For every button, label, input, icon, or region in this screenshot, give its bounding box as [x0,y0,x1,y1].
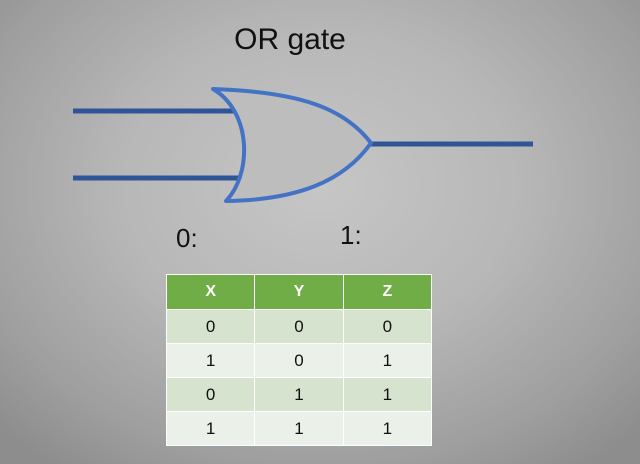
table-row: 0 1 1 [165,377,433,412]
column-header-z: Z [342,274,433,310]
table-cell: 1 [254,411,344,446]
table-cell: 0 [342,309,433,344]
table-cell: 1 [342,377,433,412]
table-header-row: X Y Z [165,274,433,310]
table-row: 1 1 1 [165,411,433,446]
table-cell: 1 [165,343,256,378]
or-gate-body [211,87,373,203]
label-one: 1: [340,220,362,250]
label-zero: 0: [176,223,198,253]
page-title: OR gate [234,23,346,56]
column-header-x: X [165,274,256,310]
column-header-y: Y [254,274,344,310]
table-row: 0 0 0 [165,309,433,344]
table-cell: 1 [342,343,433,378]
table-cell: 0 [165,377,256,412]
table-cell: 1 [165,411,256,446]
table-cell: 0 [165,309,256,344]
table-cell: 1 [342,411,433,446]
table-cell: 0 [254,343,344,378]
truth-table: X Y Z 0 0 0 1 0 1 0 1 1 1 1 1 [165,274,433,446]
table-row: 1 0 1 [165,343,433,378]
table-cell: 0 [254,309,344,344]
table-cell: 1 [254,377,344,412]
